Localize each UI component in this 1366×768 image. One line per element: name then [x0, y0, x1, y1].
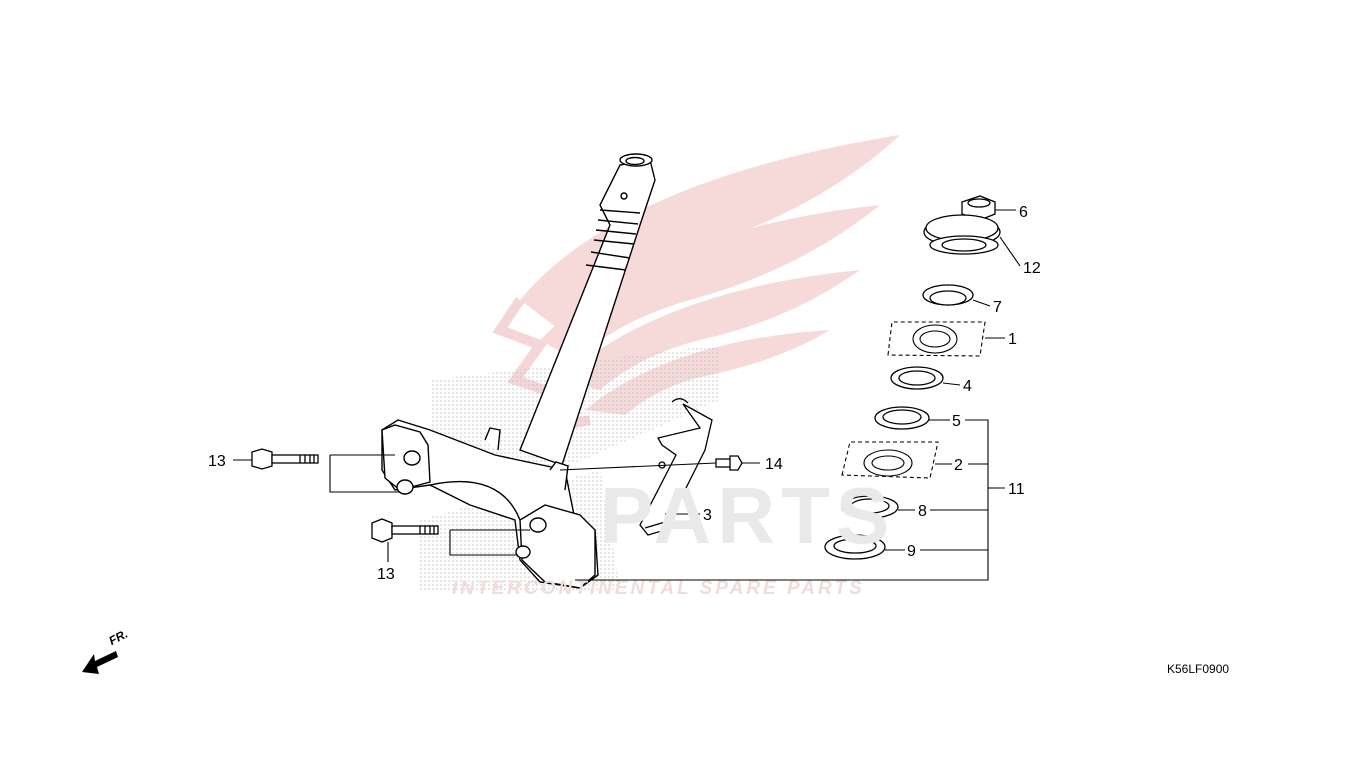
cable-guide-bracket[interactable]: [639, 398, 713, 536]
lock-nut-6[interactable]: [961, 195, 996, 221]
front-direction-arrow-icon: [82, 651, 118, 674]
dust-seal-9[interactable]: [824, 534, 886, 560]
adjusting-nut-12[interactable]: [923, 214, 1001, 255]
bearing-race-5[interactable]: [874, 406, 930, 430]
bottom-bridge[interactable]: [381, 419, 599, 589]
leader-lines: [233, 209, 1021, 581]
callout-11: 11: [1008, 481, 1025, 498]
bolt-14[interactable]: [715, 455, 743, 471]
bolt-13-upper[interactable]: [251, 448, 319, 470]
callout-13-upper: 13: [208, 453, 226, 470]
callout-7: 7: [993, 299, 1002, 316]
callout-4: 4: [963, 378, 972, 395]
bearing-race-8[interactable]: [841, 495, 899, 519]
bolt-13-lower[interactable]: [371, 518, 439, 543]
callout-2: 2: [954, 457, 963, 474]
bearing-race-7[interactable]: [922, 284, 974, 306]
watermark-subtitle: INTERCONTINENTAL SPARE PARTS: [452, 578, 865, 599]
callout-1: 1: [1008, 331, 1017, 348]
callout-5: 5: [952, 413, 961, 430]
callout-labels: 6 12 7 1 4 5 2 11 8 9 3 14 13 13: [208, 204, 1041, 583]
callout-8: 8: [918, 503, 927, 520]
callout-12: 12: [1023, 260, 1041, 277]
callout-14: 14: [765, 456, 783, 473]
steel-balls-2[interactable]: [841, 441, 939, 479]
bearing-race-4[interactable]: [890, 366, 944, 390]
callout-3: 3: [703, 507, 712, 524]
watermark-parts-text: PARTS: [600, 471, 896, 560]
steel-balls-1[interactable]: [887, 321, 986, 357]
steering-stem[interactable]: [519, 153, 656, 466]
diagram-code: K56LF0900: [1167, 662, 1230, 676]
callout-13-lower: 13: [377, 566, 395, 583]
callout-9: 9: [907, 543, 916, 560]
callout-6: 6: [1019, 204, 1028, 221]
